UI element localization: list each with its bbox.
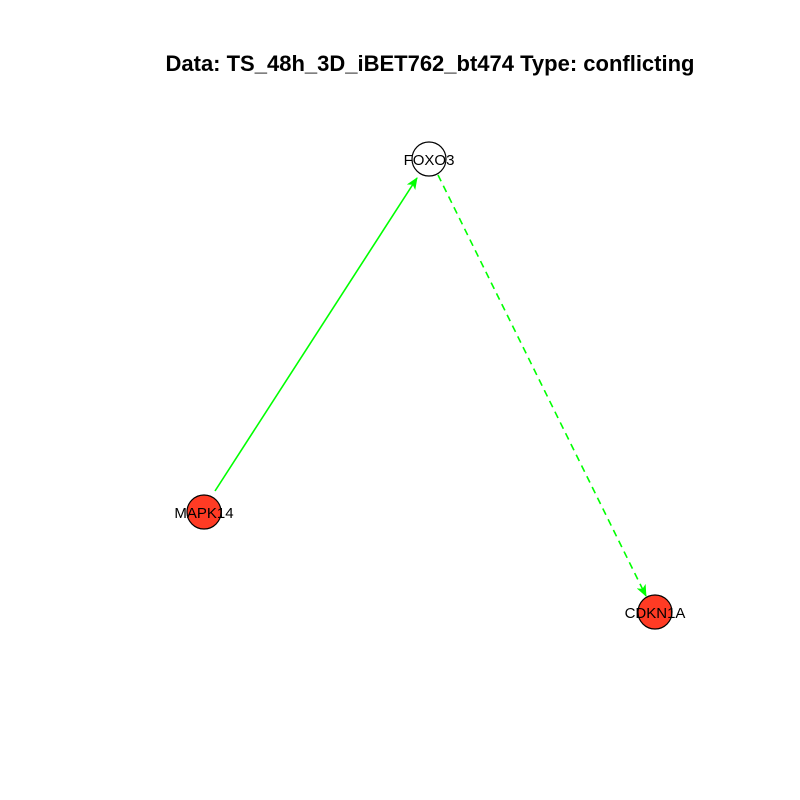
node-mapk14-label: MAPK14 [174,505,233,522]
node-foxo3-label: FOXO3 [404,152,455,169]
edge-mapk14-to-foxo3 [214,177,418,492]
nodes-layer: FOXO3 MAPK14 CDKN1A [174,141,686,630]
node-cdkn1a-label: CDKN1A [625,605,686,622]
node-mapk14-circle [186,494,222,530]
diagram-title: Data: TS_48h_3D_iBET762_bt474 Type: conf… [166,51,695,76]
node-foxo3-circle [411,141,447,177]
edge-foxo3-to-cdkn1a [437,174,647,597]
node-mapk14[interactable]: MAPK14 [174,494,234,530]
edges-layer [214,174,647,597]
node-foxo3[interactable]: FOXO3 [404,141,455,177]
node-cdkn1a-circle [637,594,673,630]
node-cdkn1a[interactable]: CDKN1A [625,594,686,630]
